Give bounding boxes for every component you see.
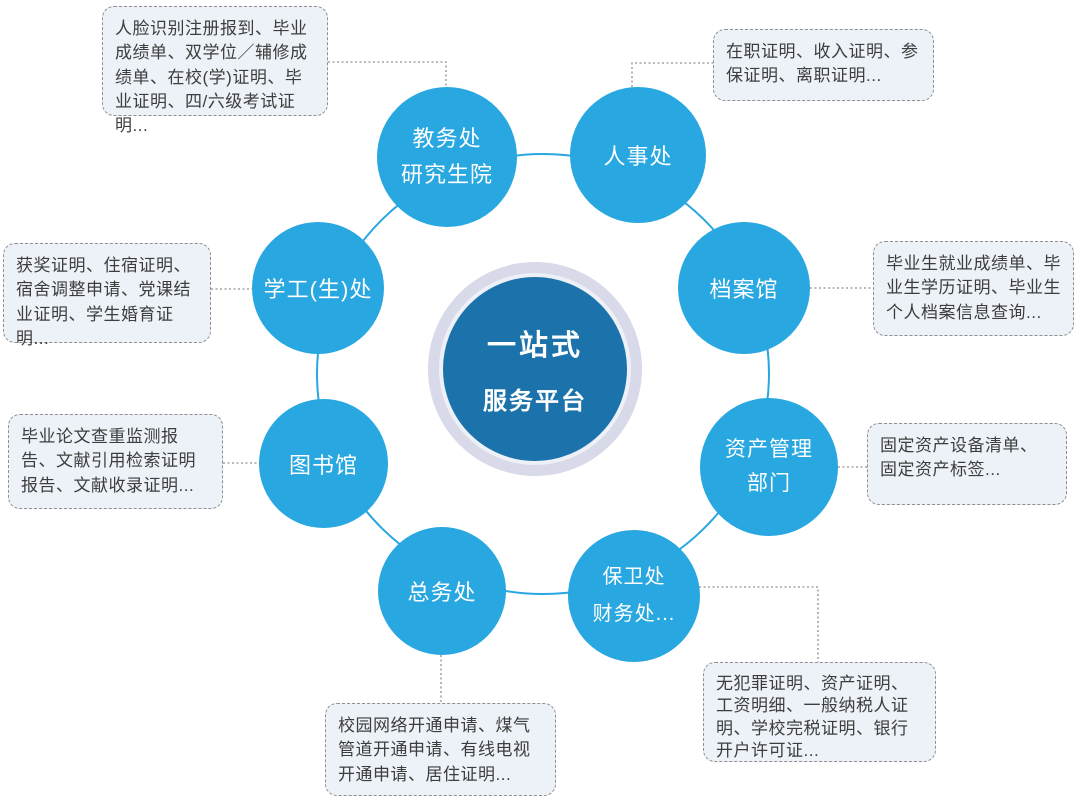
callout-asset-services: 固定资产设备清单、固定资产标签...	[867, 423, 1067, 505]
node-label: 保卫处	[602, 566, 666, 588]
node-label: 研究生院	[400, 162, 493, 187]
connector-renshichu-callout	[631, 62, 713, 87]
node-personnel-office: 人事处	[570, 87, 706, 223]
hub-inner-circle: 一站式 服务平台	[439, 273, 631, 465]
node-security-finance-office: 保卫处 财务处...	[568, 530, 700, 662]
hub-circle: 一站式 服务平台	[428, 262, 642, 476]
node-label: 档案馆	[709, 277, 779, 302]
hub-title-line1: 一站式	[486, 330, 583, 362]
callout-security-finance-services: 无犯罪证明、资产证明、工资明细、一般纳税人证明、学校完税证明、银行开户许可证..…	[703, 662, 936, 762]
callout-personnel-services: 在职证明、收入证明、参保证明、离职证明...	[713, 29, 934, 101]
node-label: 总务处	[407, 580, 477, 605]
hub-title-line2: 服务平台	[483, 388, 587, 415]
node-label: 教务处	[412, 126, 482, 152]
callout-general-affairs-services: 校园网络开通申请、煤气管道开通申请、有线电视开通申请、居住证明...	[325, 703, 556, 796]
node-label: 资产管理	[725, 438, 813, 462]
callout-archives-services: 毕业生就业成绩单、毕业生学历证明、毕业生个人档案信息查询...	[873, 241, 1074, 336]
node-label: 财务处...	[592, 603, 676, 625]
node-label: 图书馆	[288, 452, 358, 478]
node-academic-affairs-graduate-school: 教务处 研究生院	[377, 87, 517, 227]
connector-jiaowuchu-callout	[328, 61, 447, 88]
callout-academic-affairs-services: 人脸识别注册报到、毕业成绩单、双学位／辅修成绩单、在校(学)证明、毕业证明、四/…	[102, 6, 328, 135]
callout-library-services: 毕业论文查重监测报告、文献引用检索证明报告、文献收录证明...	[8, 414, 223, 509]
node-student-affairs: 学工(生)处	[252, 222, 384, 354]
node-asset-management: 资产管理 部门	[700, 398, 838, 536]
node-general-affairs: 总务处	[378, 527, 506, 655]
ring-connector	[316, 153, 770, 595]
node-library: 图书馆	[259, 399, 388, 528]
node-label: 学工(生)处	[263, 277, 373, 302]
connector-baowei-callout	[699, 586, 819, 662]
node-label: 部门	[747, 472, 791, 495]
node-archives: 档案馆	[678, 222, 810, 354]
node-label: 人事处	[603, 144, 673, 169]
callout-student-affairs-services: 获奖证明、住宿证明、宿舍调整申请、党课结业证明、学生婚育证明...	[3, 243, 211, 348]
